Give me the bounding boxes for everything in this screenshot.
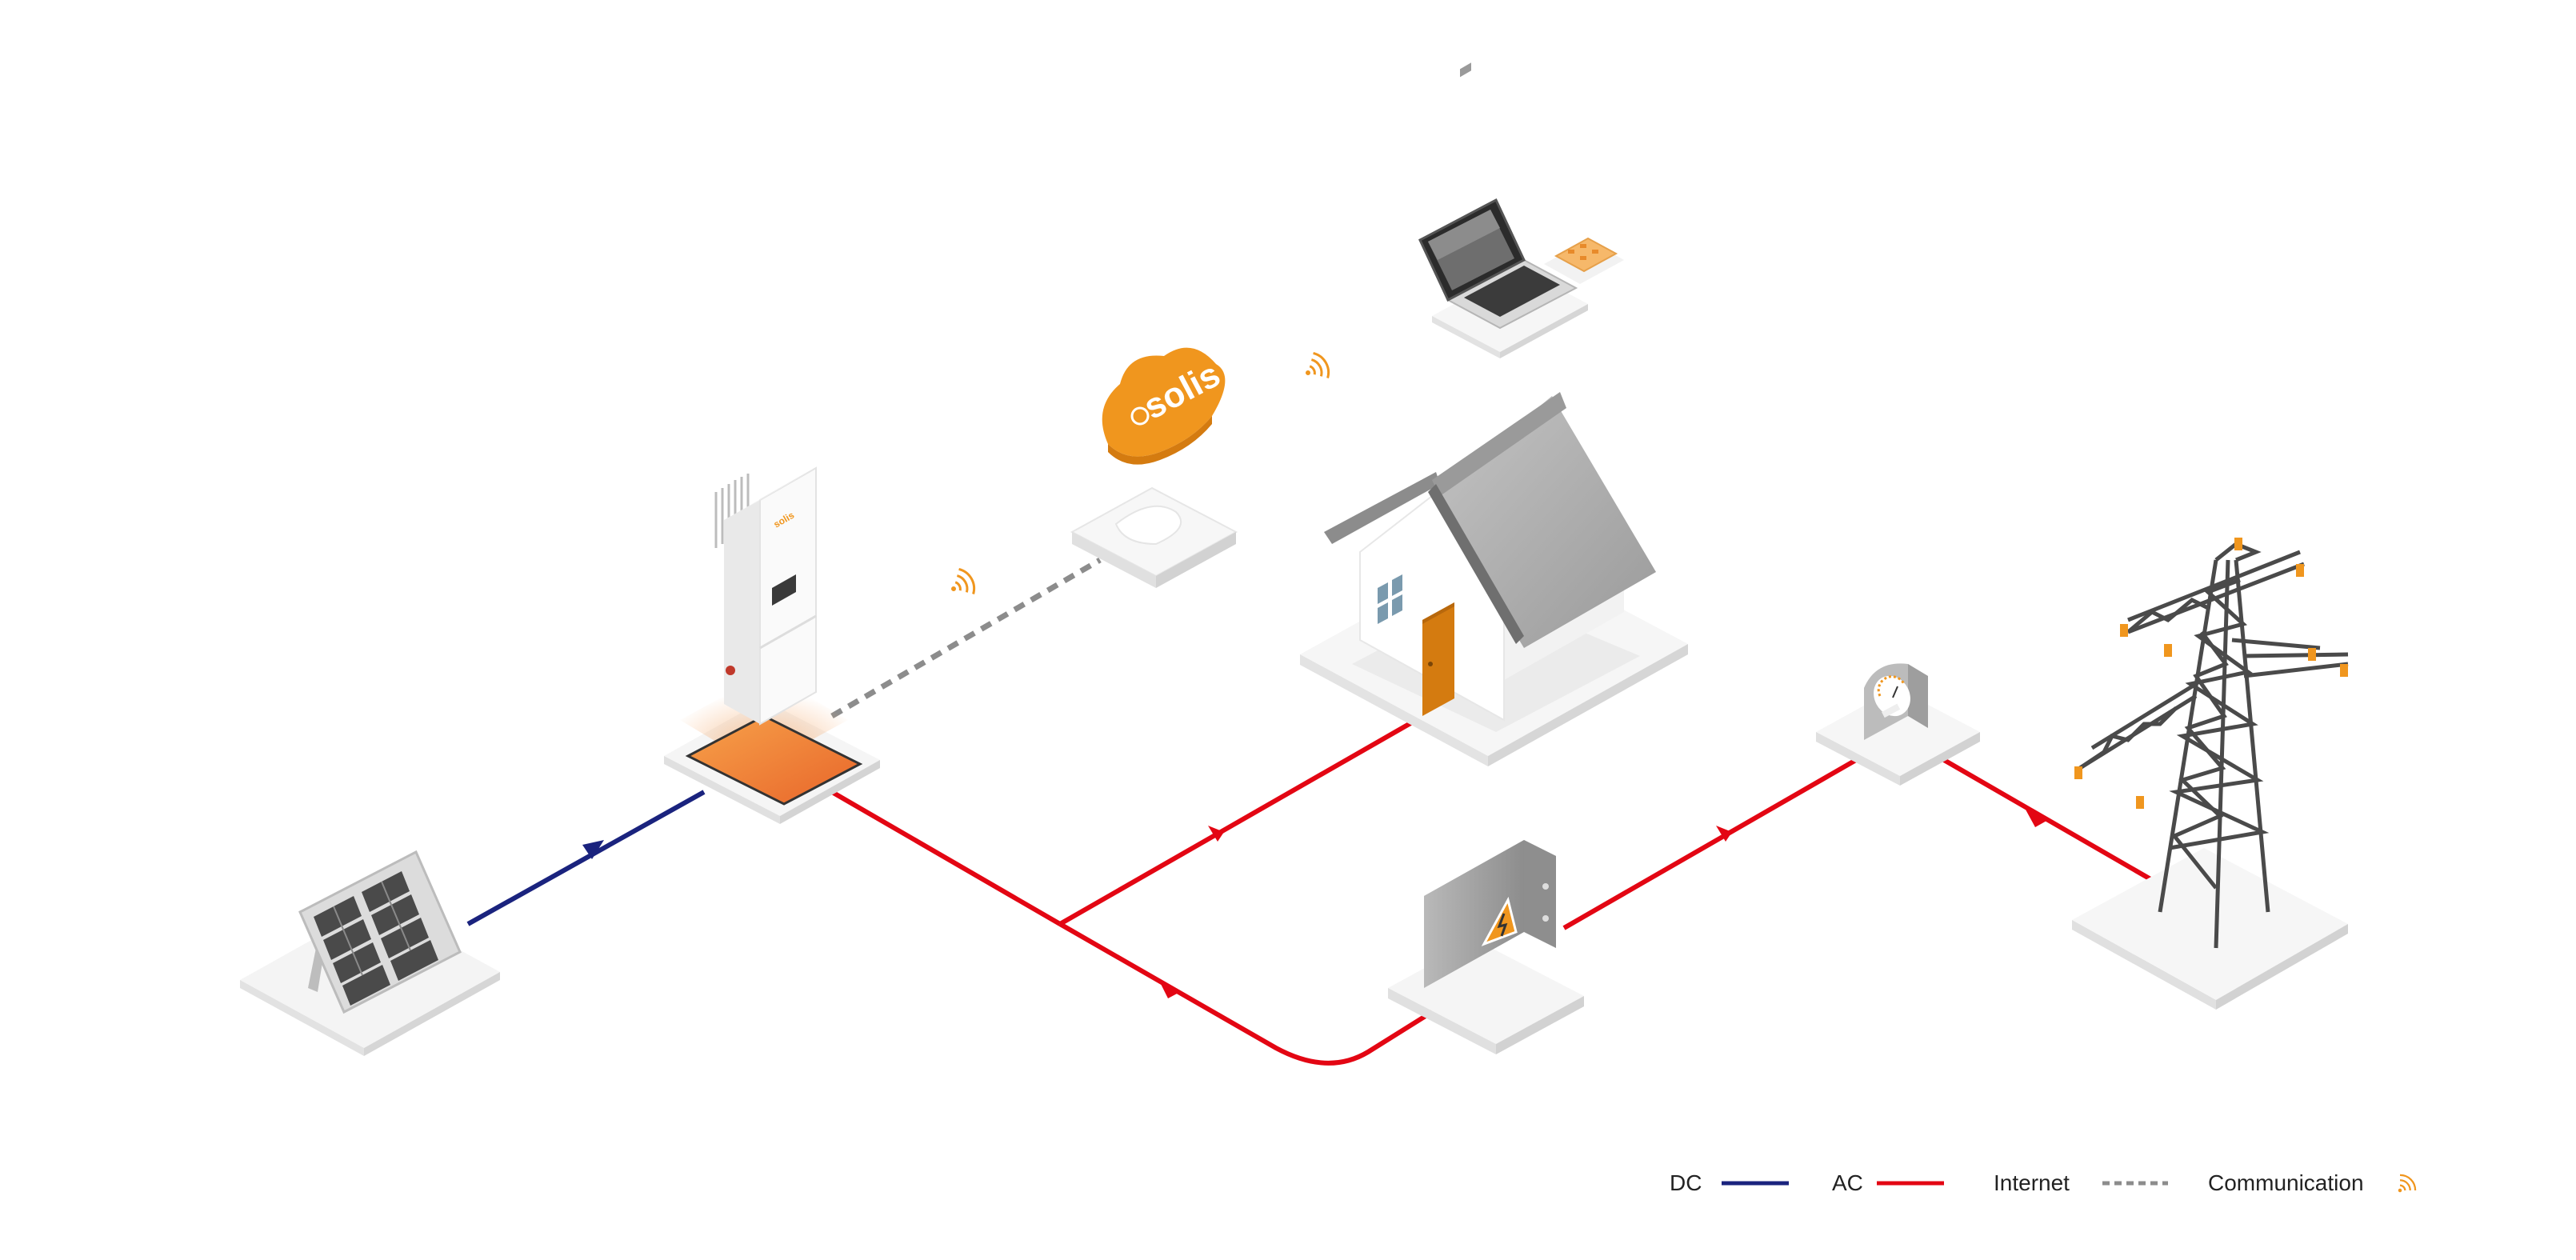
inverter-pad — [685, 714, 863, 806]
ac-line-distribution — [1058, 922, 1434, 1066]
wifi-icon — [2390, 1170, 2420, 1201]
wifi-signal-inverter — [942, 565, 980, 604]
house-door — [1422, 602, 1454, 716]
ac-arrow-grid — [2026, 810, 2048, 827]
meter — [1816, 663, 1980, 786]
phone — [1544, 237, 1624, 284]
legend-item-communication: Communication — [2208, 1170, 2420, 1201]
connection-lines — [466, 557, 2154, 1066]
legend-label-communication: Communication — [2208, 1170, 2364, 1195]
wifi-signal-cloud — [1297, 349, 1334, 388]
house — [1300, 392, 1688, 766]
legend-label-dc: DC — [1670, 1170, 1702, 1195]
insulators — [2074, 538, 2348, 809]
ac-line-meter — [1562, 758, 1858, 930]
ac-arrow-meter — [1716, 826, 1732, 842]
internet-line — [830, 557, 1102, 719]
house-window — [1374, 568, 1406, 626]
legend-item-internet: Internet — [1994, 1170, 2168, 1195]
dc-line — [466, 790, 706, 926]
solar-panel — [240, 850, 500, 1056]
legend-item-dc: DC — [1670, 1170, 1789, 1195]
cloud-logo-sun — [1130, 406, 1150, 426]
dc-arrow — [582, 840, 604, 859]
inverter: solis — [664, 466, 880, 824]
router-icon — [1114, 505, 1182, 546]
transmission-tower-icon — [2078, 542, 2349, 949]
ac-line-house — [1058, 720, 1414, 926]
ac-line-inverter — [830, 790, 1062, 926]
laptop — [1418, 198, 1588, 358]
wifi-router — [1070, 486, 1238, 588]
legend-label-ac: AC — [1832, 1170, 1863, 1195]
ac-arrow-distribution — [1160, 982, 1180, 998]
inverter-led — [726, 666, 735, 675]
grid-tower — [2072, 538, 2349, 1010]
cloud: solis — [1102, 347, 1226, 465]
distribution-box-icon — [1424, 840, 1524, 988]
legend-label-internet: Internet — [1994, 1170, 2070, 1195]
ac-arrow-house — [1208, 826, 1224, 842]
cloud-icon — [1102, 347, 1226, 457]
distribution-box — [1388, 62, 1584, 1054]
phone-icon — [1554, 237, 1618, 273]
legend-item-ac: AC — [1832, 1170, 1944, 1195]
legend: DC AC Internet Communication — [1670, 1170, 2420, 1201]
